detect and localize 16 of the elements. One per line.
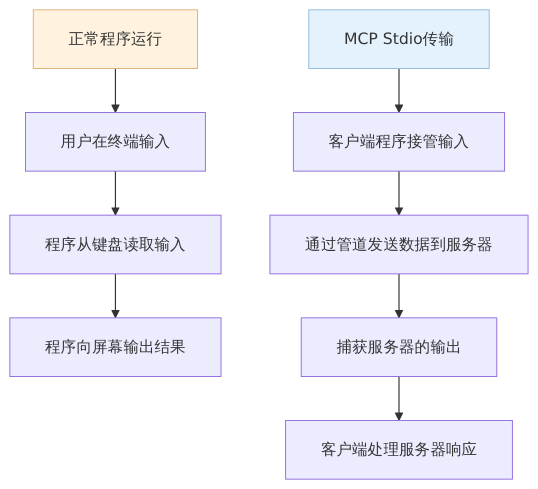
node-box: 客户端程序接管输入 [292,112,506,172]
node-box: 捕获服务器的输出 [300,317,498,377]
node-box: 客户端处理服务器响应 [285,420,513,480]
node-box: 用户在终端输入 [25,112,206,172]
arrow [394,68,404,113]
node-box: 程序从键盘读取输入 [9,214,222,274]
arrow [111,68,120,113]
node-box: MCP Stdio传输 [308,9,490,69]
arrow [394,274,404,318]
node-box: 程序向屏幕输出结果 [9,317,222,377]
arrow [394,171,404,216]
arrow [111,171,120,216]
arrow [394,376,404,421]
arrow [111,274,120,318]
node-box: 通过管道发送数据到服务器 [269,214,529,274]
node-box: 正常程序运行 [32,9,198,69]
